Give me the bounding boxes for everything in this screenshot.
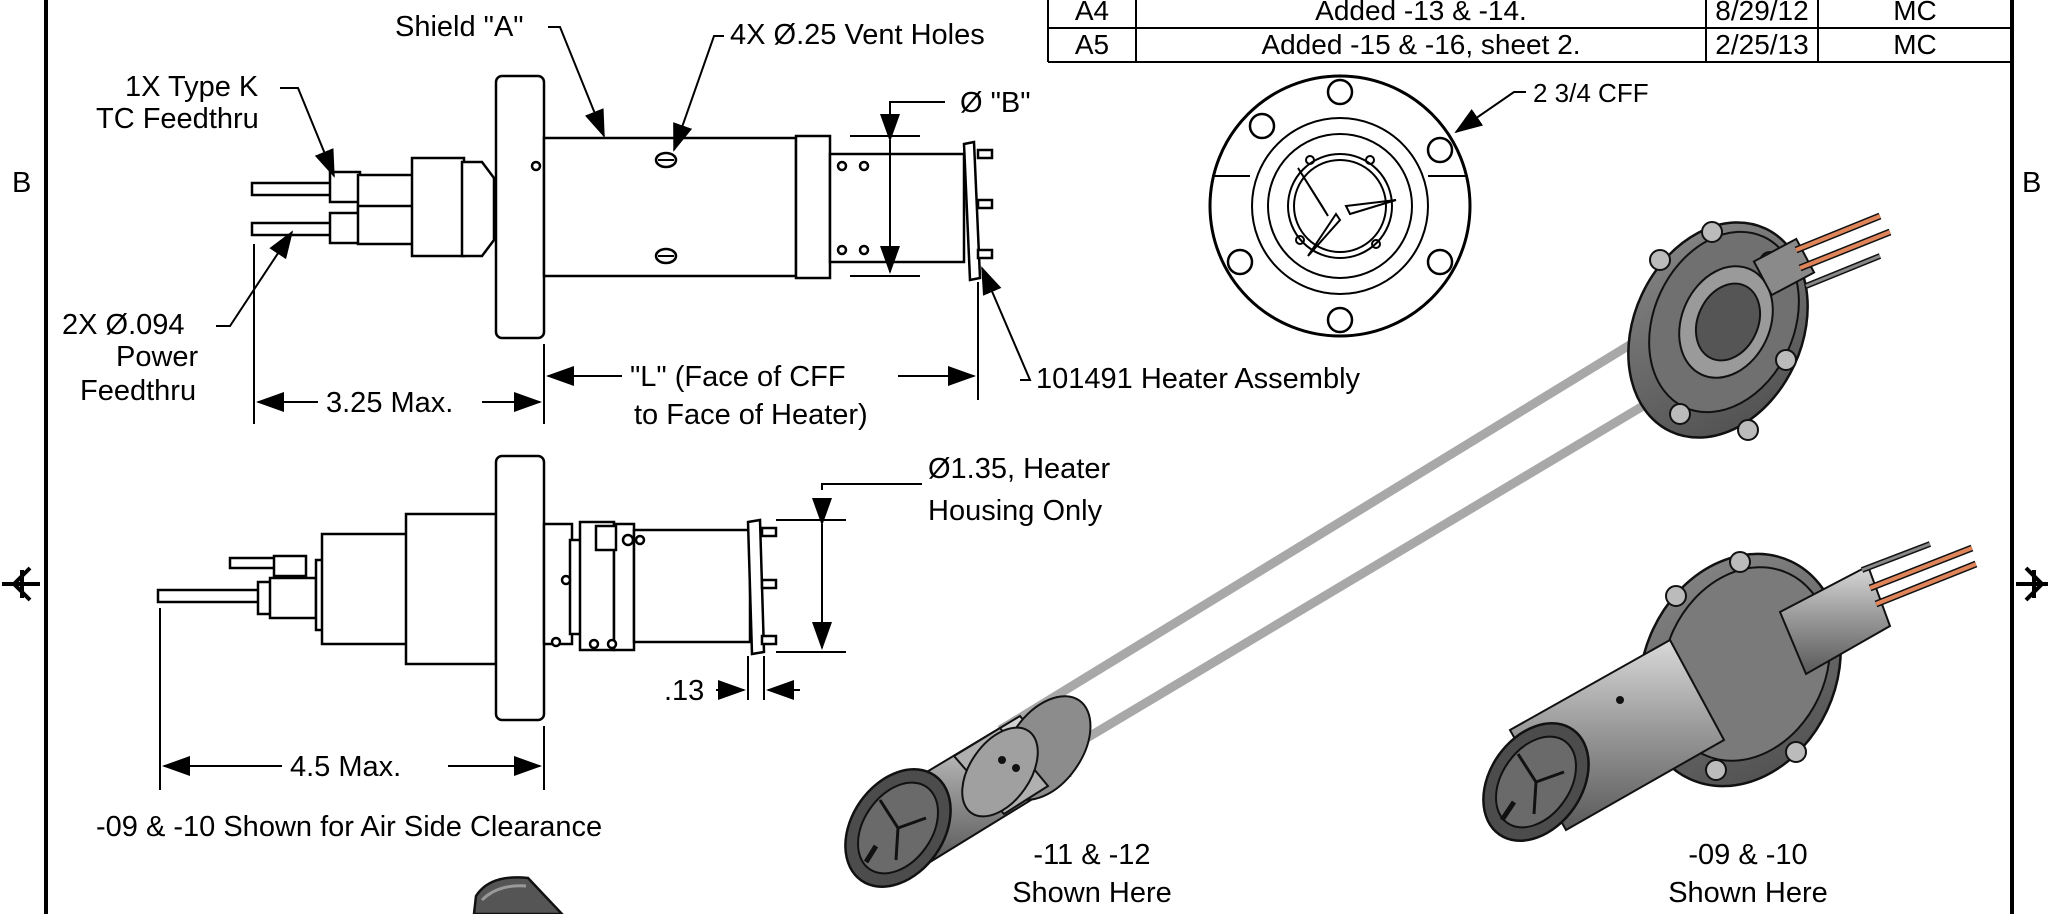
dim-325-max: 3.25 Max.	[326, 387, 453, 419]
rev-date: 8/29/12	[1715, 0, 1808, 26]
centering-mark-right-icon	[2016, 566, 2048, 602]
iso-captions: -11 & -12 Shown Here -09 & -10 Shown Her…	[1012, 839, 1828, 909]
rev-id: A4	[1075, 0, 1109, 26]
callout-housing-1: Ø1.35, Heater	[928, 453, 1110, 485]
caption-iso-right-1: -09 & -10	[1688, 839, 1807, 871]
callout-tc-feedthru-2: TC Feedthru	[96, 103, 259, 135]
callout-power-3: Feedthru	[80, 375, 196, 407]
callout-shield: Shield "A"	[395, 11, 524, 43]
callout-power-2: Power	[116, 341, 199, 373]
iso-view-long	[844, 212, 1892, 888]
iso-view-short	[1482, 541, 1978, 842]
rev-by: MC	[1893, 0, 1937, 26]
revision-row: A4 Added -13 & -14. 8/29/12 MC	[1075, 0, 1937, 26]
dim-length-l-2: to Face of Heater)	[634, 399, 868, 431]
zone-label-right: B	[2022, 167, 2041, 199]
rev-description: Added -15 & -16, sheet 2.	[1261, 29, 1580, 60]
side-view-top	[250, 74, 994, 340]
callout-diameter-b: Ø "B"	[960, 87, 1031, 119]
centering-mark-left-icon	[2, 566, 40, 602]
zone-label-left: B	[12, 167, 31, 199]
callout-tc-feedthru-1: 1X Type K	[125, 71, 259, 103]
caption-iso-right-2: Shown Here	[1668, 877, 1828, 909]
rev-description: Added -13 & -14.	[1315, 0, 1527, 26]
flange-end-view	[1208, 74, 1472, 338]
caption-iso-left-2: Shown Here	[1012, 877, 1172, 909]
callout-housing-2: Housing Only	[928, 495, 1103, 527]
partial-view-fragment	[472, 876, 564, 914]
dim-45-max: 4.5 Max.	[290, 751, 401, 783]
callout-heater-assembly: 101491 Heater Assembly	[1036, 363, 1361, 395]
caption-air-side: -09 & -10 Shown for Air Side Clearance	[96, 811, 602, 843]
dim-013: .13	[664, 675, 704, 707]
rev-date: 2/25/13	[1715, 29, 1808, 60]
callout-vent-holes: 4X Ø.25 Vent Holes	[730, 19, 985, 51]
revision-row: A5 Added -15 & -16, sheet 2. 2/25/13 MC	[1075, 29, 1937, 60]
dim-length-l-1: "L" (Face of CFF	[630, 361, 846, 393]
side-view-bottom	[156, 454, 922, 790]
bottom-view-callouts: Ø1.35, Heater Housing Only .13 4.5 Max. …	[96, 453, 1110, 843]
callout-power-1: 2X Ø.094	[62, 309, 185, 341]
rev-id: A5	[1075, 29, 1109, 60]
callout-cff: 2 3/4 CFF	[1533, 78, 1649, 108]
top-view-callouts: Shield "A" 4X Ø.25 Vent Holes 1X Type K …	[62, 11, 1649, 431]
revision-table: A4 Added -13 & -14. 8/29/12 MC A5 Added …	[1047, 0, 2013, 63]
caption-iso-left-1: -11 & -12	[1033, 839, 1150, 871]
rev-by: MC	[1893, 29, 1937, 60]
